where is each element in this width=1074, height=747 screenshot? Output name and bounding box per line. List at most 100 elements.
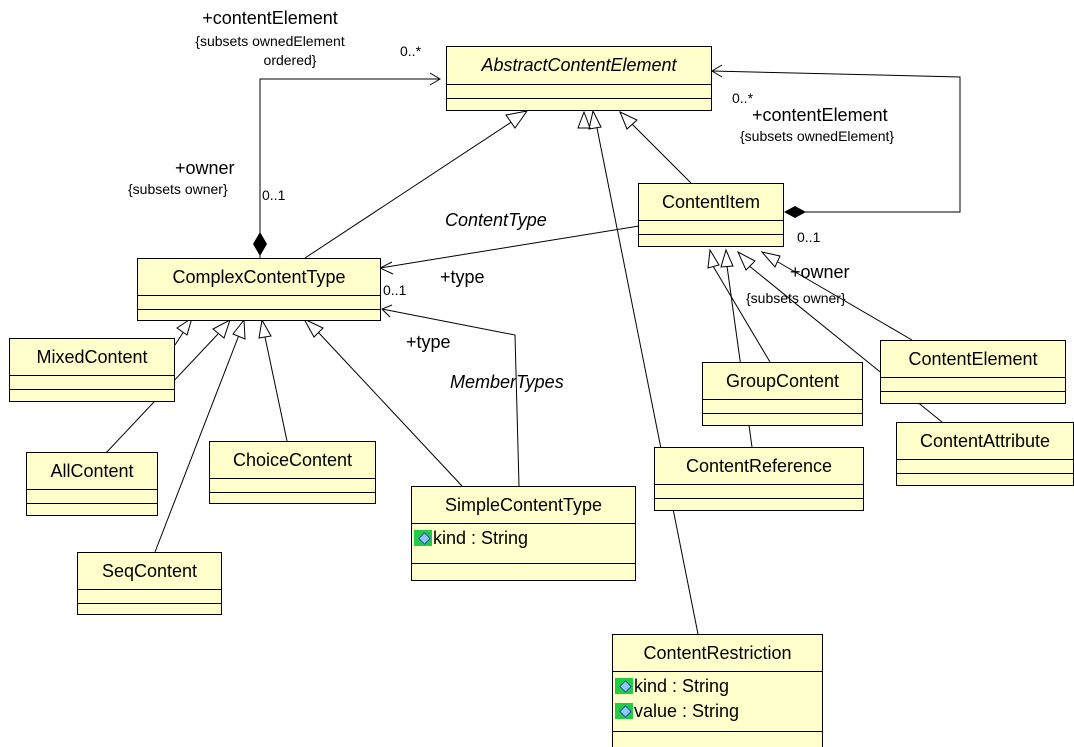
attribute-text: value : String — [634, 701, 740, 721]
gen-arrow-choice — [258, 318, 272, 339]
operations-compartment — [881, 392, 1065, 404]
class-name: ContentRestriction — [613, 635, 822, 672]
attributes-compartment: kind : String value : String — [613, 672, 822, 732]
operations-compartment — [138, 310, 380, 321]
gen-arrow-contentitem — [619, 110, 638, 130]
operations-compartment — [447, 99, 711, 111]
label-left-owner-mult: 0..1 — [262, 187, 286, 203]
attribute-icon — [615, 703, 633, 719]
attribute-value: value : String — [613, 699, 822, 724]
gen-seq — [154, 334, 240, 553]
class-abstract-content-element: AbstractContentElement — [446, 46, 712, 111]
attributes-compartment — [10, 376, 174, 390]
gen-arrow-mixed — [176, 316, 193, 336]
gen-arrow-reference — [720, 248, 734, 268]
operations-compartment — [703, 414, 862, 426]
class-content-item: ContentItem — [638, 183, 784, 247]
gen-element — [777, 261, 913, 341]
assoc-member-types — [381, 308, 520, 487]
class-name: ChoiceContent — [210, 442, 375, 479]
attribute-text: kind : String — [634, 676, 730, 696]
label-type-role-1: +type — [440, 267, 485, 287]
gen-arrow-simple — [302, 317, 324, 338]
gen-simple — [317, 331, 463, 487]
attributes-compartment — [639, 221, 783, 235]
operations-compartment — [27, 504, 157, 516]
attributes-compartment — [138, 296, 380, 310]
label-right-owner-mult: 0..1 — [797, 229, 821, 245]
label-content-type-assoc: ContentType — [445, 210, 547, 230]
label-left-content-element-role: +contentElement — [202, 8, 338, 28]
class-seq-content: SeqContent — [77, 552, 222, 615]
label-left-owner-role: +owner — [175, 158, 235, 178]
gen-arrow-all — [212, 318, 231, 339]
class-content-attribute: ContentAttribute — [896, 422, 1074, 486]
label-type-role-2: +type — [406, 332, 451, 352]
gen-arrow-element — [760, 251, 781, 268]
gen-complex-to-abstract — [304, 118, 517, 259]
attribute-kind: kind : String — [412, 526, 635, 551]
attributes-compartment — [447, 85, 711, 99]
assoc-content-type — [379, 225, 640, 269]
class-name: AllContent — [27, 453, 157, 490]
label-right-content-element-mult: 0..* — [732, 90, 754, 106]
attributes-compartment — [703, 400, 862, 414]
attributes-compartment — [655, 485, 863, 499]
assoc-left-content-element — [259, 78, 440, 260]
class-mixed-content: MixedContent — [9, 338, 175, 402]
class-content-reference: ContentReference — [654, 447, 864, 511]
assoc-right-content-element — [711, 70, 961, 213]
attributes-compartment — [27, 490, 157, 504]
gen-arrow-group — [707, 248, 720, 269]
gen-choice — [264, 336, 288, 442]
label-right-owner-constraint: {subsets owner} — [746, 290, 846, 306]
label-left-content-element-constraint-1: {subsets ownedElement — [195, 33, 345, 49]
label-member-types-assoc: MemberTypes — [450, 372, 564, 392]
operations-compartment — [10, 390, 174, 402]
attribute-kind: kind : String — [613, 674, 822, 699]
gen-arrow-restriction — [588, 109, 602, 130]
class-name: ContentElement — [881, 341, 1065, 378]
class-all-content: AllContent — [26, 452, 158, 516]
class-name: ContentReference — [655, 448, 863, 485]
label-left-content-element-constraint-2: ordered} — [263, 52, 317, 68]
class-name: SimpleContentType — [412, 487, 635, 524]
label-right-content-element-role: +contentElement — [752, 105, 888, 125]
class-simple-content-type: SimpleContentType kind : String — [411, 486, 636, 581]
operations-compartment — [613, 732, 822, 747]
class-complex-content-type: ComplexContentType — [137, 258, 381, 321]
operations-compartment — [210, 493, 375, 504]
label-left-owner-constraint: {subsets owner} — [128, 181, 228, 197]
gen-group — [712, 265, 771, 363]
class-name: ComplexContentType — [138, 259, 380, 296]
gen-restriction-to-abstract — [596, 127, 699, 635]
gen-arrow-seq — [232, 318, 246, 340]
class-name: SeqContent — [78, 553, 221, 590]
operations-compartment — [655, 499, 863, 511]
attribute-icon — [615, 678, 633, 694]
attributes-compartment: kind : String — [412, 524, 635, 564]
operations-compartment — [639, 235, 783, 247]
operations-compartment — [897, 474, 1073, 486]
class-name: AbstractContentElement — [447, 47, 711, 85]
class-group-content: GroupContent — [702, 362, 863, 426]
class-choice-content: ChoiceContent — [209, 441, 376, 504]
attribute-text: kind : String — [433, 528, 529, 548]
arrowhead-left-content-element — [429, 72, 441, 86]
composition-diamond-left — [253, 232, 267, 256]
arrowhead-member-types — [381, 304, 393, 318]
gen-contentitem-to-abstract — [630, 122, 692, 184]
operations-compartment — [412, 564, 635, 581]
gen-arrow-extra — [577, 110, 591, 129]
attribute-icon — [414, 530, 432, 546]
label-right-owner-role: +owner — [790, 262, 850, 282]
attributes-compartment — [78, 590, 221, 604]
class-content-restriction: ContentRestriction kind : String value :… — [612, 634, 823, 747]
class-name: GroupContent — [703, 363, 862, 400]
attributes-compartment — [897, 460, 1073, 474]
arrowhead-right-content-element — [711, 64, 723, 78]
class-content-element: ContentElement — [880, 340, 1066, 404]
attributes-compartment — [881, 378, 1065, 392]
